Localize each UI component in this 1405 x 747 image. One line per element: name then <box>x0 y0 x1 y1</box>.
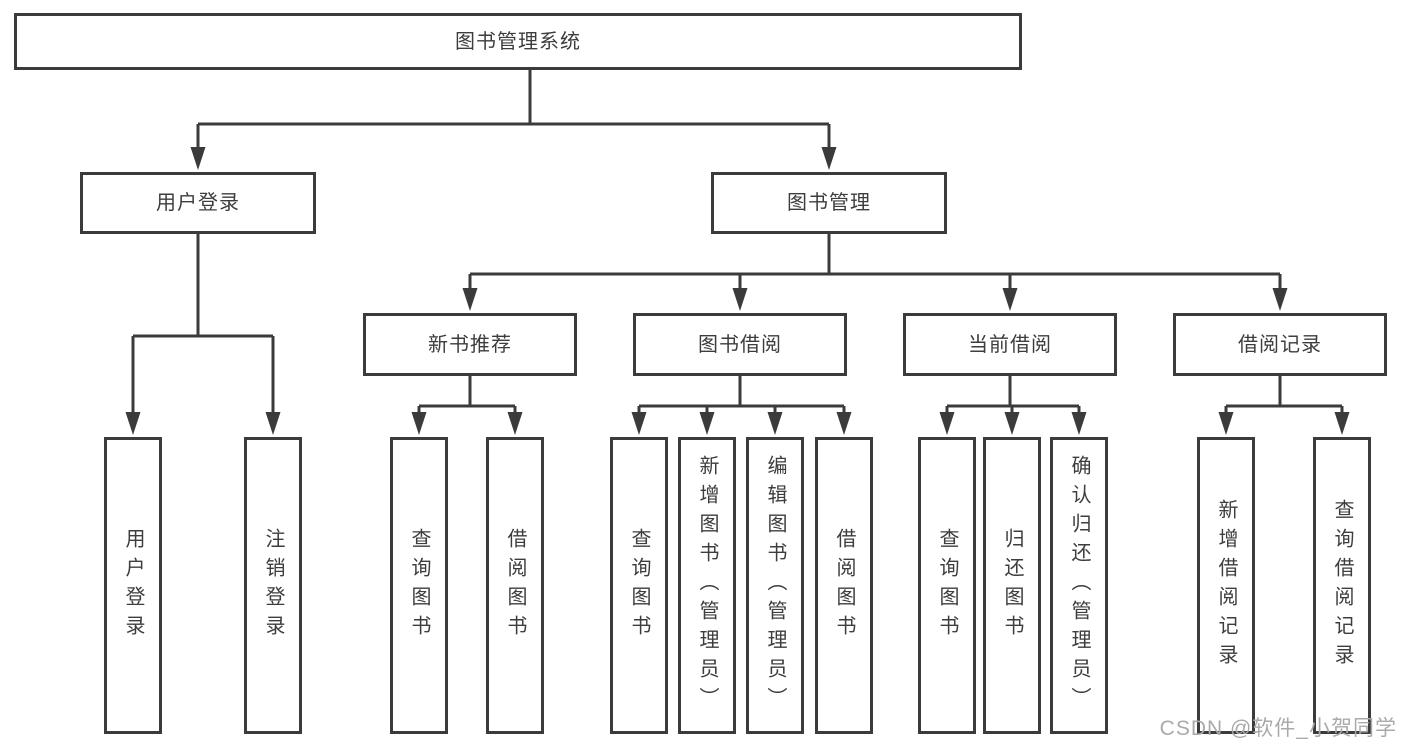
leaf-add-book-admin: 新增图书（管理员） <box>678 437 736 734</box>
node-current-borrow: 当前借阅 <box>903 313 1117 376</box>
leaf-query-borrow-record-label: 查询借阅记录 <box>1331 498 1353 673</box>
node-new-book-recommend-label: 新书推荐 <box>428 333 512 356</box>
node-borrow-records: 借阅记录 <box>1173 313 1387 376</box>
leaf-confirm-return-admin: 确认归还（管理员） <box>1050 437 1108 734</box>
leaf-query-books-current-label: 查询图书 <box>936 527 958 644</box>
leaf-borrow-books: 借阅图书 <box>815 437 873 734</box>
leaf-add-book-admin-label: 新增图书（管理员） <box>696 455 718 716</box>
leaf-confirm-return-admin-label: 确认归还（管理员） <box>1068 455 1090 716</box>
node-new-book-recommend: 新书推荐 <box>363 313 577 376</box>
leaf-return-book-label: 归还图书 <box>1001 527 1023 644</box>
leaf-logout-label: 注销登录 <box>262 527 284 644</box>
node-root-label: 图书管理系统 <box>455 30 581 53</box>
leaf-query-borrow-record: 查询借阅记录 <box>1313 437 1371 734</box>
node-user-login: 用户登录 <box>80 172 316 234</box>
node-current-borrow-label: 当前借阅 <box>968 333 1052 356</box>
leaf-add-borrow-record: 新增借阅记录 <box>1197 437 1255 734</box>
leaf-query-books-current: 查询图书 <box>918 437 976 734</box>
csdn-watermark: CSDN @软件_小贺同学 <box>1159 717 1397 740</box>
leaf-edit-book-admin: 编辑图书（管理员） <box>746 437 804 734</box>
leaf-user-login: 用户登录 <box>104 437 162 734</box>
node-borrow-records-label: 借阅记录 <box>1238 333 1322 356</box>
leaf-query-books-borrow-label: 查询图书 <box>628 527 650 644</box>
leaf-borrow-books-recommend: 借阅图书 <box>486 437 544 734</box>
leaf-query-books-recommend-label: 查询图书 <box>408 527 430 644</box>
leaf-query-books-recommend: 查询图书 <box>390 437 448 734</box>
leaf-borrow-books-label: 借阅图书 <box>833 527 855 644</box>
arrowheads <box>125 147 1350 435</box>
node-book-management: 图书管理 <box>711 172 947 234</box>
leaf-logout: 注销登录 <box>244 437 302 734</box>
node-root: 图书管理系统 <box>14 13 1022 70</box>
leaf-return-book: 归还图书 <box>983 437 1041 734</box>
tree-edges <box>131 70 1344 417</box>
leaf-add-borrow-record-label: 新增借阅记录 <box>1215 498 1237 673</box>
node-user-login-label: 用户登录 <box>156 192 240 214</box>
leaf-user-login-label: 用户登录 <box>122 527 144 644</box>
leaf-edit-book-admin-label: 编辑图书（管理员） <box>764 455 786 716</box>
leaf-query-books-borrow: 查询图书 <box>610 437 668 734</box>
node-book-borrow-label: 图书借阅 <box>698 333 782 356</box>
node-book-management-label: 图书管理 <box>787 192 871 214</box>
leaf-borrow-books-recommend-label: 借阅图书 <box>504 527 526 644</box>
node-book-borrow: 图书借阅 <box>633 313 847 376</box>
